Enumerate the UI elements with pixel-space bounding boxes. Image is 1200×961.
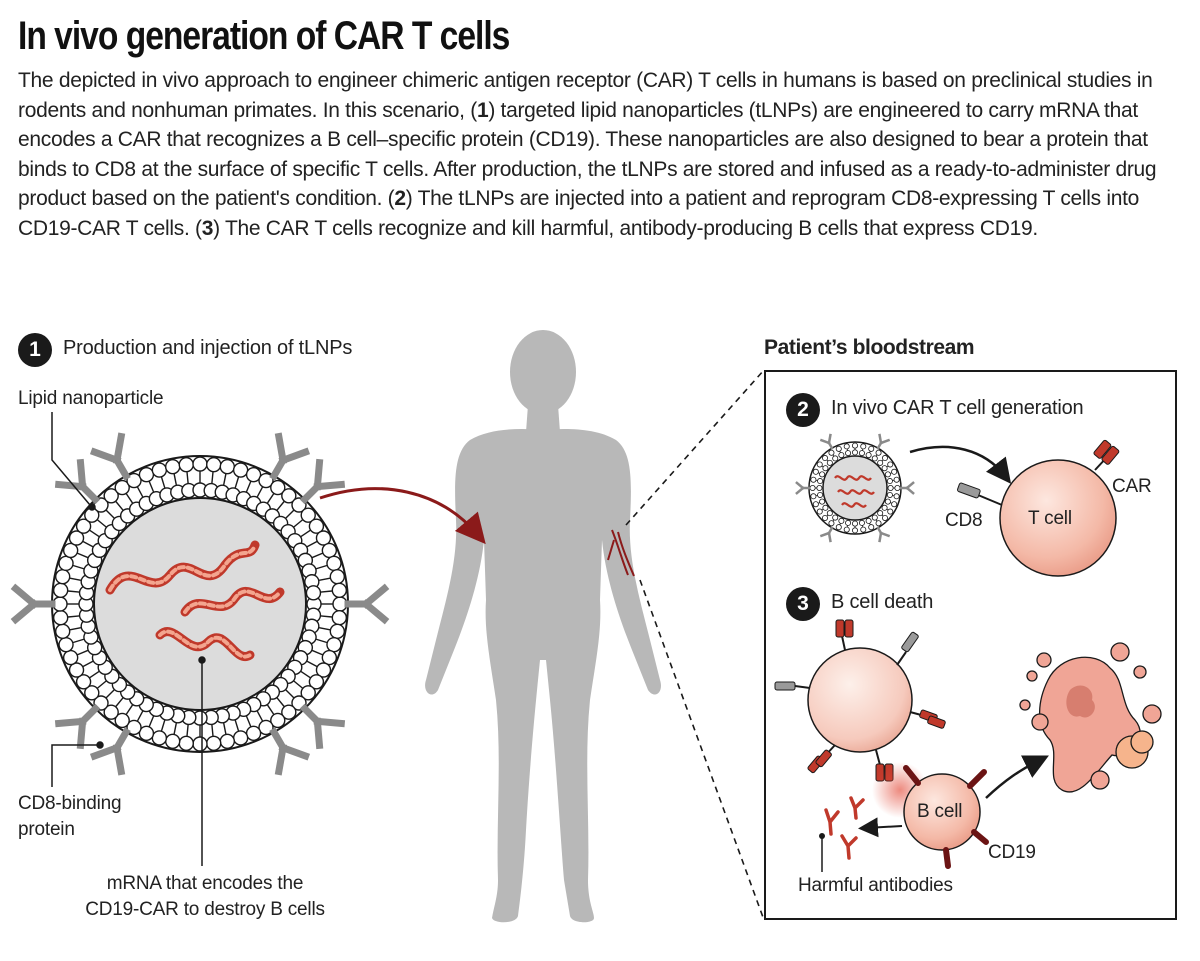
- b-cell: [903, 765, 989, 869]
- small-lipid-bilayer: [809, 442, 901, 534]
- t-cell: [957, 439, 1120, 577]
- harmful-antibodies-label: Harmful antibodies: [798, 875, 953, 896]
- human-body-silhouette: [425, 330, 661, 923]
- step-2-label: In vivo CAR T cell generation: [831, 397, 1084, 419]
- step-2-badge: 2: [786, 393, 820, 427]
- t-cell-label: T cell: [1028, 508, 1072, 529]
- injection-site: [607, 529, 635, 577]
- step-3-badge: 3: [786, 587, 820, 621]
- leader-lines: [51, 412, 206, 866]
- intro-paragraph: The depicted in vivo approach to enginee…: [18, 66, 1178, 243]
- transfection-arrow: [909, 445, 1012, 484]
- lipid-nanoparticle-label: Lipid nanoparticle: [18, 388, 164, 409]
- intro-step-ref-3: 3: [201, 216, 214, 240]
- car-t-cell-killer: [774, 619, 946, 782]
- cd8-binding-label-line1: CD8-binding: [18, 793, 122, 814]
- step-3-label: B cell death: [831, 591, 934, 613]
- cell-death-arrow: [985, 755, 1049, 799]
- mrna-label-line2: CD19-CAR to destroy B cells: [85, 899, 325, 920]
- intro-text-4: ) The CAR T cells recognize and kill har…: [213, 216, 1038, 240]
- zoom-lines: [625, 369, 765, 921]
- dying-b-cell: [1019, 642, 1162, 793]
- car-label: CAR: [1112, 476, 1152, 497]
- intro-step-ref-1: 1: [476, 98, 489, 122]
- intro-text-2: ) targeted lipid nanoparticles (tLNPs) a…: [18, 98, 1157, 211]
- harmful-antibodies: [824, 796, 865, 860]
- intro-text-1: The depicted in vivo approach to enginee…: [18, 69, 1153, 122]
- small-cd8-binding-proteins: [795, 433, 915, 543]
- figure-title: In vivo generation of CAR T cells: [18, 14, 510, 58]
- intro-step-ref-2: 2: [394, 187, 406, 210]
- step-1-badge: 1: [18, 333, 52, 367]
- bloodstream-title: Patient’s bloodstream: [764, 336, 975, 359]
- cd8-binding-label-line2: protein: [18, 819, 75, 840]
- injection-arrow: [319, 487, 486, 545]
- mrna-strands: [105, 540, 285, 662]
- cd8-binding-proteins: [10, 432, 390, 776]
- bloodstream-panel: [764, 370, 1177, 920]
- mrna-label-line1: mRNA that encodes the: [106, 873, 304, 894]
- step-1-label: Production and injection of tLNPs: [63, 337, 353, 359]
- b-cell-label: B cell: [917, 801, 963, 822]
- small-nanoparticle: [808, 441, 902, 535]
- intro-text-3: ) The tLNPs are injected into a patient …: [18, 187, 1140, 240]
- antibody-secretion-arrow: [858, 817, 903, 838]
- cd8-label: CD8: [945, 510, 983, 531]
- cd19-label: CD19: [988, 842, 1036, 863]
- lipid-bilayer: [52, 456, 348, 752]
